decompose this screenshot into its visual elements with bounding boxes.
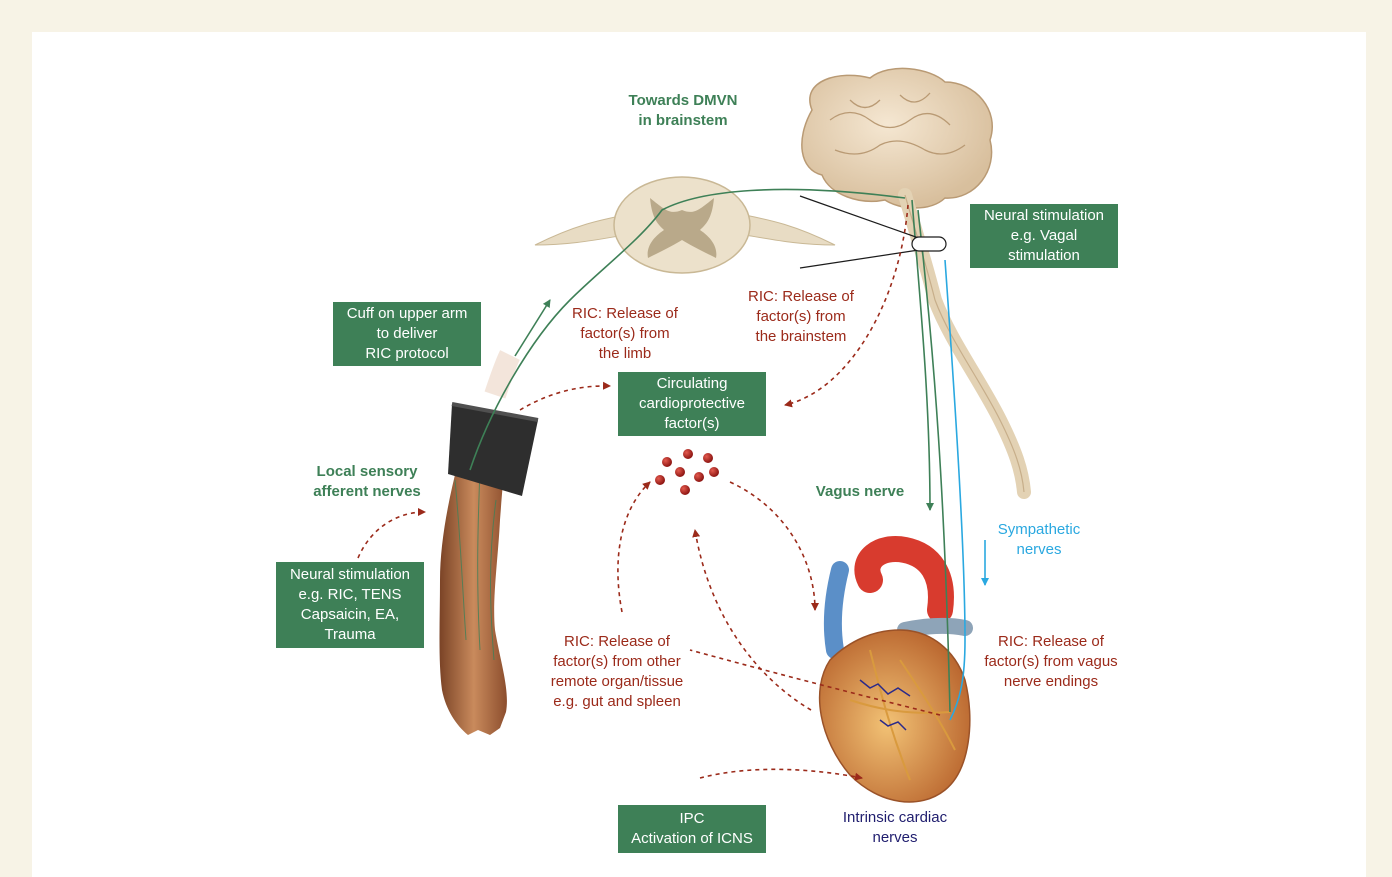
dmvn-label-line-2: in brainstem — [598, 111, 768, 131]
ipc-line-1: IPC — [679, 809, 704, 829]
circulating-factor-particles-icon — [655, 449, 719, 495]
ric-vagus-endings-line-3: nerve endings — [966, 672, 1136, 692]
circulating-factors-line-3: factor(s) — [664, 414, 719, 434]
ric-remote-organ-line-1: RIC: Release of — [532, 632, 702, 652]
sympathetic-nerves-line-2: nerves — [984, 540, 1094, 560]
dmvn-label: Towards DMVN in brainstem — [598, 91, 768, 131]
circulating-factors-box: Circulating cardioprotective factor(s) — [618, 372, 766, 436]
vagal-stimulation-line-2: e.g. Vagal — [1011, 226, 1077, 246]
cuff-protocol-line-1: Cuff on upper arm — [347, 304, 468, 324]
sympathetic-nerves-label: Sympathetic nerves — [984, 520, 1094, 560]
ric-vagus-endings-label: RIC: Release of factor(s) from vagus ner… — [966, 632, 1136, 692]
vagus-nerve-label: Vagus nerve — [800, 482, 920, 502]
vagal-stimulation-line-3: stimulation — [1008, 246, 1080, 266]
ric-remote-organ-line-4: e.g. gut and spleen — [532, 692, 702, 712]
vagal-stimulation-line-1: Neural stimulation — [984, 206, 1104, 226]
local-sensory-line-2: afferent nerves — [282, 482, 452, 502]
intrinsic-cardiac-nerves-label: Intrinsic cardiac nerves — [820, 808, 970, 848]
ric-brainstem-line-2: factor(s) from — [716, 307, 886, 327]
vagal-stimulation-box: Neural stimulation e.g. Vagal stimulatio… — [970, 204, 1118, 268]
ric-neural-stimulation-line-4: Trauma — [324, 625, 375, 645]
circulating-factors-line-2: cardioprotective — [639, 394, 745, 414]
intrinsic-cardiac-line-2: nerves — [820, 828, 970, 848]
cuff-protocol-box: Cuff on upper arm to deliver RIC protoco… — [333, 302, 481, 366]
sympathetic-nerves-line-1: Sympathetic — [984, 520, 1094, 540]
local-sensory-label: Local sensory afferent nerves — [282, 462, 452, 502]
ric-brainstem-line-3: the brainstem — [716, 327, 886, 347]
ric-brainstem-line-1: RIC: Release of — [716, 287, 886, 307]
ipc-box: IPC Activation of ICNS — [618, 805, 766, 853]
ric-remote-organ-line-2: factor(s) from other — [532, 652, 702, 672]
ric-vagus-endings-line-2: factor(s) from vagus — [966, 652, 1136, 672]
intrinsic-cardiac-line-1: Intrinsic cardiac — [820, 808, 970, 828]
ric-limb-line-2: factor(s) from — [540, 324, 710, 344]
ipc-line-2: Activation of ICNS — [631, 829, 753, 849]
local-sensory-line-1: Local sensory — [282, 462, 452, 482]
ric-remote-organ-line-3: remote organ/tissue — [532, 672, 702, 692]
ric-remote-organ-label: RIC: Release of factor(s) from other rem… — [532, 632, 702, 712]
ric-neural-stimulation-line-1: Neural stimulation — [290, 565, 410, 585]
cuff-protocol-line-2: to deliver — [377, 324, 438, 344]
brain-icon — [802, 68, 1024, 492]
heart-icon — [820, 549, 970, 802]
ric-neural-stimulation-line-3: Capsaicin, EA, — [301, 605, 399, 625]
ric-limb-label: RIC: Release of factor(s) from the limb — [540, 304, 710, 364]
vagus-nerve-line-1: Vagus nerve — [800, 482, 920, 502]
cuff-protocol-line-3: RIC protocol — [365, 344, 448, 364]
ric-brainstem-label: RIC: Release of factor(s) from the brain… — [716, 287, 886, 347]
ric-limb-line-3: the limb — [540, 344, 710, 364]
ric-limb-line-1: RIC: Release of — [540, 304, 710, 324]
ric-neural-stimulation-box: Neural stimulation e.g. RIC, TENS Capsai… — [276, 562, 424, 648]
circulating-factors-line-1: Circulating — [657, 374, 728, 394]
ric-neural-stimulation-line-2: e.g. RIC, TENS — [298, 585, 401, 605]
ric-vagus-endings-line-1: RIC: Release of — [966, 632, 1136, 652]
dmvn-label-line-1: Towards DMVN — [598, 91, 768, 111]
spinal-cord-icon — [535, 177, 835, 273]
